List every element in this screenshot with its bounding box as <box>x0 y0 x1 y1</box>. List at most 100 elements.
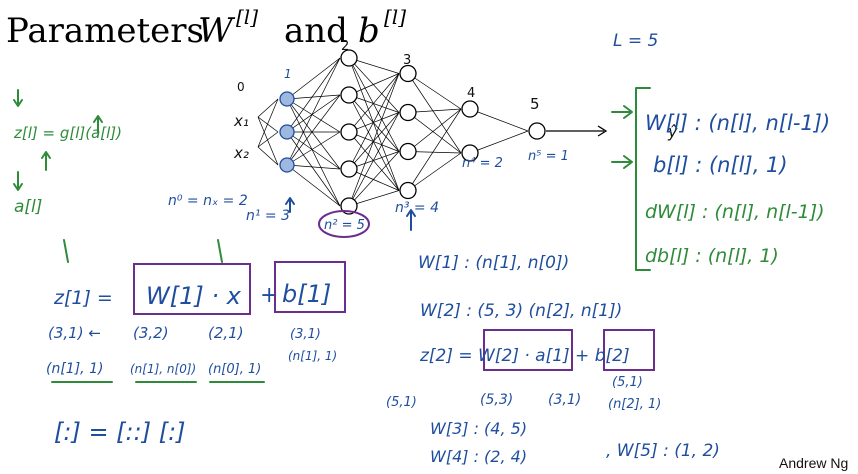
neuron-node-layer-4 <box>461 100 479 118</box>
dim-x: (2,1) <box>208 324 244 342</box>
network-edge <box>286 57 341 133</box>
eq2-dim-b-n: (n[2], 1) <box>608 397 661 412</box>
eq1-z: z[1] = <box>53 287 113 309</box>
network-edge <box>407 73 462 154</box>
neuron-node-layer-1 <box>279 157 295 173</box>
layer-index-3: 3 <box>403 53 411 68</box>
neuron-node-layer-5 <box>528 122 546 140</box>
network-edge <box>348 168 400 191</box>
eq1-green-arrow-1 <box>63 239 69 263</box>
network-edge <box>348 131 400 152</box>
network-edge <box>257 98 279 118</box>
input-x1-label: x₁ <box>233 112 249 130</box>
annotation-n3: n³ = 4 <box>395 200 439 216</box>
author-credit: Andrew Ng <box>779 455 848 471</box>
network-edge <box>257 116 279 166</box>
network-edge <box>348 57 400 152</box>
general-arrow-w <box>611 105 633 119</box>
network-edge <box>348 94 400 191</box>
neuron-node-layer-2 <box>340 86 358 104</box>
network-nodes <box>279 49 608 215</box>
neuron-node-layer-2 <box>340 123 358 141</box>
network-edge <box>286 98 341 207</box>
network-edge <box>286 131 341 166</box>
dim-z1-n: (n[1], 1) <box>46 361 103 377</box>
network-edge <box>348 112 400 170</box>
eq2-dim-a: (3,1) <box>548 392 581 408</box>
title-b-sup: [l] <box>384 5 406 29</box>
network-edge <box>257 116 279 133</box>
eq2-dim-w: (5,3) <box>480 392 513 408</box>
network-edge <box>286 98 341 133</box>
neuron-node-layer-3 <box>399 64 417 83</box>
network-edge <box>407 151 462 154</box>
eq2-b-box <box>603 329 655 371</box>
layer-index-2: 2 <box>341 39 349 54</box>
note-zl-activation: z[l] = g[l](a[l]) <box>13 124 122 142</box>
network-edge <box>348 112 400 133</box>
eq1-w-box <box>133 263 251 315</box>
network-edge <box>348 131 400 191</box>
input-x2-label: x₂ <box>233 144 249 162</box>
network-edge <box>286 131 341 170</box>
neuron-node-layer-2 <box>340 49 358 67</box>
network-edge <box>286 57 341 166</box>
network-edge <box>348 112 400 207</box>
layer-index-5: 5 <box>530 95 540 113</box>
network-edge <box>286 57 341 100</box>
eq2: z[2] = W[2] · a[1] + b[2] <box>419 346 630 366</box>
eq1-plus: + <box>260 283 278 308</box>
annotation-n2: n² = 5 <box>324 218 365 233</box>
network-edge <box>407 73 462 110</box>
general-dw: dW[l] : (n[l], n[l-1]) <box>645 201 825 223</box>
n3-arrow <box>406 209 416 231</box>
annotation-n1: n¹ = 3 <box>246 208 290 224</box>
network-edge <box>348 151 400 207</box>
general-bracket <box>635 87 651 271</box>
note-down-arrow-2 <box>13 171 23 191</box>
layer-index-1: 1 <box>284 67 292 81</box>
network-edge <box>348 73 400 133</box>
eq1-green-arrow-2 <box>217 239 223 263</box>
network-edge <box>286 94 341 133</box>
eq2-dim-z: (5,1) <box>386 395 417 410</box>
network-edge <box>348 73 400 170</box>
output-yhat-label: ŷ <box>667 122 678 141</box>
dim-x-n: (n[0], 1) <box>208 362 261 377</box>
network-edge <box>348 94 400 113</box>
network-edge <box>348 73 400 96</box>
network-edge <box>286 164 341 170</box>
neuron-node-layer-3 <box>399 181 417 200</box>
title-w-sup: [l] <box>236 5 258 29</box>
layer-index-4: 4 <box>467 86 475 101</box>
eq1-w: W[1] · x <box>146 282 242 310</box>
network-edge <box>348 57 400 74</box>
network-edge <box>407 108 462 191</box>
n2-highlight-ellipse <box>318 210 370 238</box>
matrix-shape-note: [:] = [::] [:] <box>54 418 186 446</box>
network-edge <box>469 108 529 132</box>
eq1-b: b[1] <box>282 280 331 308</box>
network-edge <box>348 151 400 170</box>
title-w: W <box>198 11 236 51</box>
network-edge <box>257 146 279 166</box>
w5-dimension: , W[5] : (1, 2) <box>606 441 720 461</box>
note-up-arrow-2 <box>93 115 103 133</box>
network-edge <box>407 112 462 154</box>
dim-b1-n: (n[1], 1) <box>288 349 337 363</box>
eq2-w-box <box>483 329 573 371</box>
general-db: db[l] : (n[l], 1) <box>645 245 779 267</box>
network-edge <box>348 190 400 207</box>
eq1-b-box <box>274 261 346 313</box>
neuron-node-layer-2 <box>340 160 358 178</box>
annotation-n0: n⁰ = nₓ = 2 <box>168 193 248 209</box>
title-b: b <box>358 11 380 51</box>
slide-title: Parameters <box>6 11 204 51</box>
neuron-node-layer-2 <box>340 197 358 215</box>
general-b: b[l] : (n[l], 1) <box>653 153 788 177</box>
eq2-dim-b: (5,1) <box>612 375 643 390</box>
neuron-node-layer-4 <box>461 144 479 162</box>
network-edge <box>348 57 400 113</box>
w3-dimension: W[3] : (4, 5) <box>430 419 527 438</box>
